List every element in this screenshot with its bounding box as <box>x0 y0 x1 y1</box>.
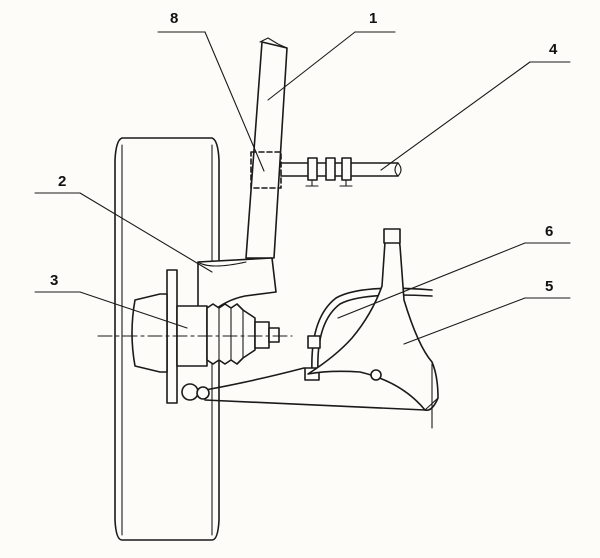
lower-arm <box>181 367 426 411</box>
callout-label-2: 2 <box>58 173 66 190</box>
callout-label-3: 3 <box>50 272 58 289</box>
leader-lines <box>34 31 571 345</box>
callout-label-6: 6 <box>545 223 553 240</box>
callout-label-5: 5 <box>545 278 553 295</box>
cv-boot <box>206 303 280 365</box>
callout-label-4: 4 <box>549 41 558 58</box>
tie-rod <box>280 157 402 187</box>
callout-label-8: 8 <box>170 10 178 27</box>
callout-label-1: 1 <box>369 10 377 27</box>
control-arm <box>307 228 439 429</box>
strut <box>245 37 288 259</box>
